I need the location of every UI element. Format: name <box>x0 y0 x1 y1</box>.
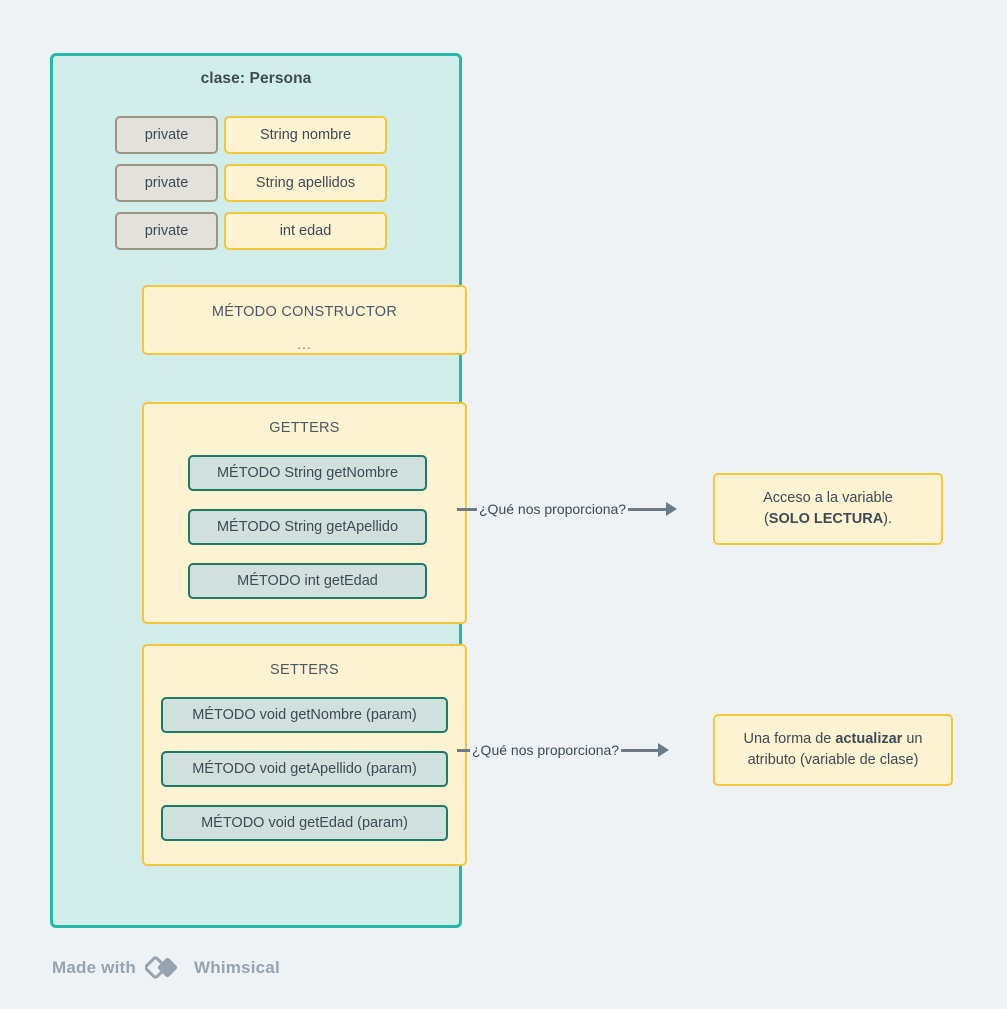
attribute-declaration-2[interactable]: int edad <box>224 212 387 250</box>
callout-getters-line2-post: ). <box>883 511 893 527</box>
setter-method-1[interactable]: MÉTODO void getApellido (param) <box>161 751 448 787</box>
connector-setters: ¿Qué nos proporciona? <box>457 737 670 763</box>
attribute-modifier-2[interactable]: private <box>115 212 218 250</box>
connector-line-left <box>457 748 470 752</box>
connector-label-setters: ¿Qué nos proporciona? <box>472 742 620 758</box>
callout-getters-line2-bold: SOLO LECTURA <box>768 511 884 527</box>
callout-setters-text: Una forma de actualizar un atributo (var… <box>744 729 923 771</box>
constructor-body: ... <box>297 335 312 352</box>
getter-method-1[interactable]: MÉTODO String getApellido <box>188 509 427 545</box>
attribute-modifier-0[interactable]: private <box>115 116 218 154</box>
whimsical-diamond-logo <box>144 956 178 979</box>
getters-title: GETTERS <box>269 420 340 436</box>
connector-line-right <box>628 507 668 511</box>
whimsical-attribution[interactable]: Made with Whimsical <box>52 955 280 981</box>
class-title: clase: Persona <box>200 70 312 87</box>
setters-panel[interactable]: SETTERS MÉTODO void getNombre (param) MÉ… <box>142 644 467 866</box>
callout-setters[interactable]: Una forma de actualizar un atributo (var… <box>713 714 953 786</box>
attribute-declaration-0[interactable]: String nombre <box>224 116 387 154</box>
getter-method-0[interactable]: MÉTODO String getNombre <box>188 455 427 491</box>
connector-getters: ¿Qué nos proporciona? <box>457 496 678 522</box>
getter-method-2[interactable]: MÉTODO int getEdad <box>188 563 427 599</box>
callout-setters-line1-pre: Una forma de <box>743 730 836 747</box>
class-container-persona[interactable]: clase: Persona private String nombre pri… <box>50 53 467 928</box>
setter-method-0[interactable]: MÉTODO void getNombre (param) <box>161 697 448 733</box>
constructor-panel[interactable]: MÉTODO CONSTRUCTOR ... <box>142 285 467 355</box>
made-with-label: Made with <box>52 958 136 977</box>
getters-panel[interactable]: GETTERS MÉTODO String getNombre MÉTODO S… <box>142 402 467 624</box>
connector-label-getters: ¿Qué nos proporciona? <box>479 501 627 517</box>
connector-line-left <box>457 507 477 511</box>
setter-method-2[interactable]: MÉTODO void getEdad (param) <box>161 805 448 841</box>
attribute-declaration-1[interactable]: String apellidos <box>224 164 387 202</box>
callout-setters-line1-bold: actualizar <box>835 730 903 747</box>
callout-getters[interactable]: Acceso a la variable (SOLO LECTURA). <box>713 473 943 545</box>
arrowhead-icon <box>658 743 670 757</box>
arrowhead-icon <box>666 502 678 516</box>
attribute-modifier-1[interactable]: private <box>115 164 218 202</box>
setters-title: SETTERS <box>270 662 339 678</box>
constructor-title: MÉTODO CONSTRUCTOR <box>211 304 398 320</box>
callout-setters-line1-post: un <box>902 730 923 747</box>
callout-getters-line2-pre: ( <box>763 511 769 527</box>
callout-getters-line1: Acceso a la variable <box>763 489 893 506</box>
whimsical-brand-label: Whimsical <box>193 958 280 977</box>
connector-line-right <box>621 748 660 752</box>
callout-getters-text: Acceso a la variable (SOLO LECTURA). <box>763 488 893 530</box>
callout-setters-line2: atributo (variable de clase) <box>747 752 919 768</box>
